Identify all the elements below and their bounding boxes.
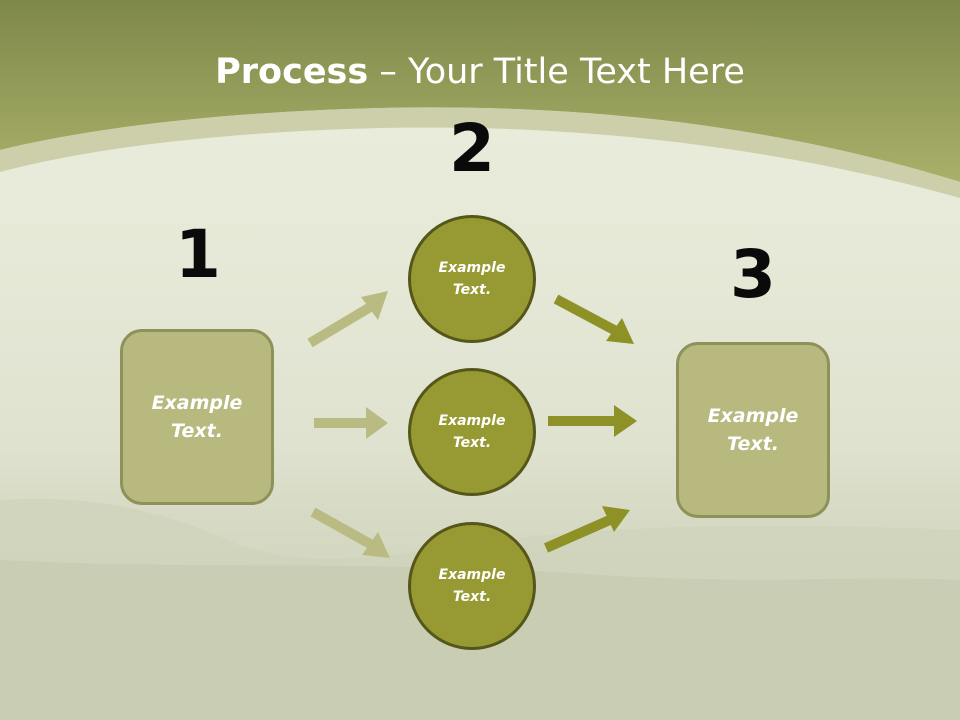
process-circle-top: Example Text. — [408, 215, 536, 343]
step-number-2: 2 — [449, 110, 495, 187]
process-circle-bottom-label: Example Text. — [438, 566, 506, 605]
process-circle-middle: Example Text. — [408, 368, 536, 496]
process-box-left: Example Text. — [120, 329, 274, 505]
title-rest: – Your Title Text Here — [368, 52, 745, 92]
process-circle-bottom: Example Text. — [408, 522, 536, 650]
process-box-left-label: Example Text. — [151, 391, 243, 443]
arrow-left-to-middle — [314, 407, 388, 439]
arrow-top-to-right — [553, 294, 634, 344]
title-bold: Process — [215, 52, 369, 92]
process-box-right: Example Text. — [676, 342, 830, 518]
step-number-1: 1 — [175, 216, 221, 293]
arrow-bottom-to-right — [543, 506, 630, 553]
slide-title: Process – Your Title Text Here — [0, 52, 960, 92]
arrow-left-to-bottom — [310, 507, 390, 558]
arrow-middle-to-right — [548, 405, 637, 437]
process-circle-top-label: Example Text. — [438, 259, 506, 298]
arrow-left-to-top — [307, 291, 388, 348]
step-number-3: 3 — [730, 236, 776, 313]
process-circle-middle-label: Example Text. — [438, 412, 506, 451]
process-box-right-label: Example Text. — [707, 404, 799, 456]
